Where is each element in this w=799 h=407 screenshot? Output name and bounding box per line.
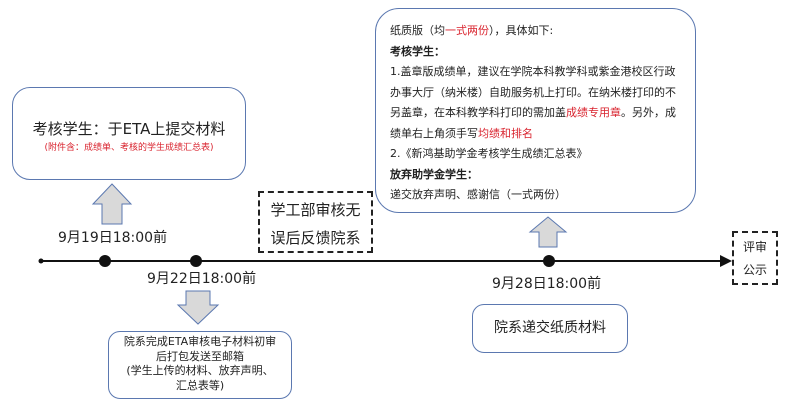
box-line: 误后反馈院系 <box>270 229 361 247</box>
final-review-box: 评审 公示 <box>732 231 778 285</box>
box-line: 公示 <box>742 263 767 277</box>
box-line: 评审 <box>742 240 767 254</box>
box-line: 学工部审核无 <box>270 201 361 219</box>
down-arrow-icon <box>176 290 220 325</box>
waive-text: 递交放弃声明、感谢信（一式两份） <box>390 188 566 201</box>
paper-submit-box: 院系递交纸质材料 <box>472 304 628 353</box>
heading-waive: 放弃助学金学生： <box>390 167 478 181</box>
submit-materials-box: 考核学生：于ETA上提交材料 (附件含：成绩单、考核的学生成绩汇总表) <box>12 87 246 180</box>
milestone-dot-3 <box>543 255 555 267</box>
milestone-dot-1 <box>99 255 111 267</box>
box-note: (附件含：成绩单、考核的学生成绩汇总表) <box>44 143 214 153</box>
timeline-arrowhead <box>720 255 732 267</box>
box-title: 考核学生：于ETA上提交材料 <box>32 120 226 138</box>
box-line: 后打包发送至邮箱 <box>156 349 244 363</box>
paper-materials-box: 纸质版（均一式两份），具体如下: 考核学生： 1.盖章版成绩单，建议在学院本科教… <box>375 8 696 213</box>
box-line: (学生上传的材料、放弃声明、 <box>126 364 274 377</box>
box-line: 院系完成ETA审核电子材料初审 <box>123 335 277 348</box>
box-title: 院系递交纸质材料 <box>494 320 606 336</box>
up-arrow-icon <box>528 216 568 248</box>
dept-review-box: 院系完成ETA审核电子材料初审 后打包发送至邮箱 (学生上传的材料、放弃声明、 … <box>108 331 292 399</box>
item-2: 2.《新鸿基助学金考核学生成绩汇总表》 <box>390 147 588 160</box>
up-arrow-icon <box>91 183 133 225</box>
date-label-3: 9月28日18:00前 <box>492 276 602 292</box>
date-label-1: 9月19日18:00前 <box>58 230 168 246</box>
timeline-start <box>38 258 44 264</box>
heading-assessed: 考核学生： <box>390 44 445 58</box>
date-label-2: 9月22日18:00前 <box>147 271 257 287</box>
review-feedback-box: 学工部审核无 误后反馈院系 <box>258 191 373 253</box>
box-line: 汇总表等) <box>175 378 225 392</box>
milestone-dot-2 <box>190 255 202 267</box>
